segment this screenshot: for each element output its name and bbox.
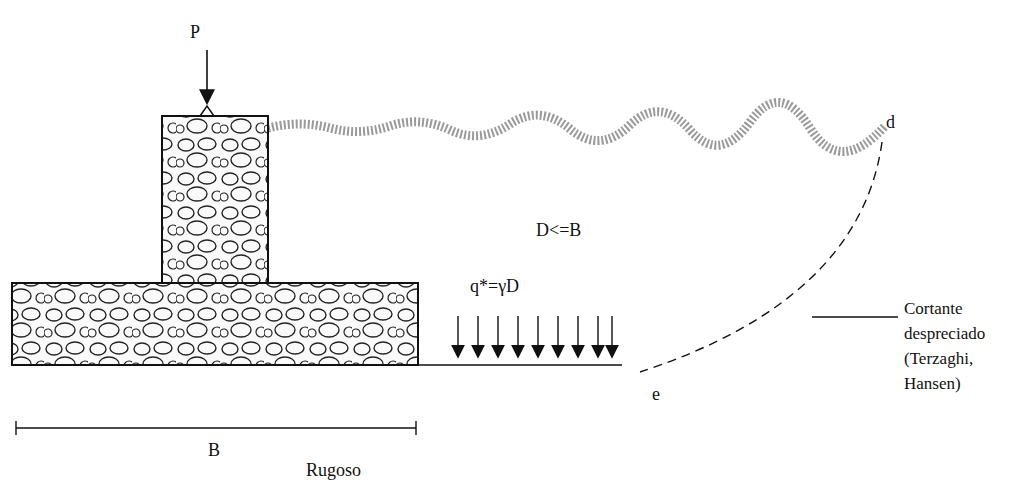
note-label: Cortante despreciado (Terzaghi, Hansen) bbox=[904, 296, 1012, 396]
dimension-label: B bbox=[208, 440, 220, 462]
point-label: d bbox=[886, 112, 895, 134]
surface-label: Rugoso bbox=[306, 460, 361, 482]
load-label: P bbox=[190, 22, 200, 44]
surcharge-label: q*=γD bbox=[470, 276, 519, 298]
depth-condition: D<=B bbox=[536, 220, 581, 242]
point-label: e bbox=[652, 384, 660, 406]
